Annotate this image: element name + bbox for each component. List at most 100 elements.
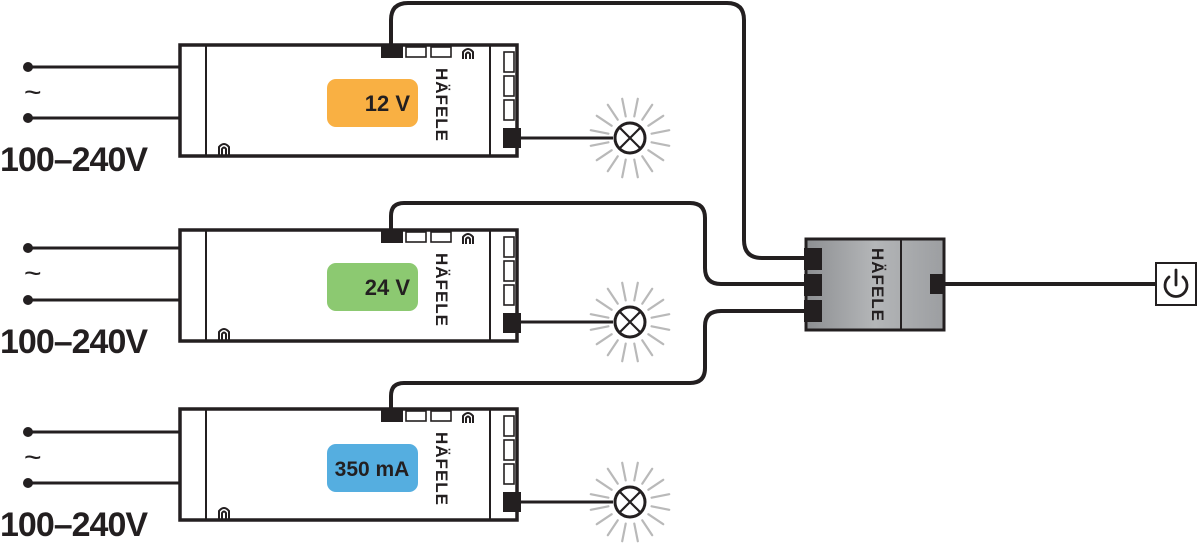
light-ray	[606, 467, 619, 485]
light-ray	[647, 513, 665, 526]
ac-symbol: ~	[24, 441, 42, 474]
light-ray	[647, 333, 665, 346]
hub-housing	[804, 237, 946, 332]
screw-icon	[218, 507, 230, 519]
light-ray	[606, 339, 619, 357]
light-ray	[595, 149, 613, 162]
light-ray	[647, 298, 665, 311]
terminal-dot	[23, 427, 33, 437]
lamp-cross	[618, 490, 642, 514]
power-switch[interactable]	[1155, 262, 1197, 306]
light-ray	[606, 103, 619, 121]
light-ray	[647, 149, 665, 162]
light-ray	[650, 313, 671, 319]
wire-driver-12v-to-hub	[389, 1, 810, 260]
hub-brand-logo: HÄFELE	[868, 248, 887, 322]
light-ray	[647, 114, 665, 127]
lamp-cross	[618, 310, 642, 334]
terminal-dot	[23, 295, 33, 305]
light-ray	[621, 281, 627, 302]
output-label: 350 mA	[335, 458, 410, 481]
mains-voltage-label: 100–240V	[0, 141, 148, 179]
output-label: 12 V	[365, 91, 411, 116]
output-plug	[381, 229, 403, 243]
light-ray	[589, 141, 610, 147]
ac-symbol: ~	[24, 257, 42, 290]
light-ray	[595, 298, 613, 311]
output-label-badge	[327, 79, 418, 127]
light-ray	[641, 339, 654, 357]
light-ray	[633, 281, 639, 302]
screw-icon	[218, 328, 230, 340]
ac-symbol: ~	[24, 76, 42, 109]
light-ray	[589, 325, 610, 331]
light-ray	[606, 519, 619, 537]
light-ray	[650, 493, 671, 499]
lamp-icon	[589, 461, 671, 543]
light-ray	[633, 342, 639, 363]
light-ray	[606, 155, 619, 173]
hub-input-plug	[804, 300, 822, 322]
lamp-plug	[503, 128, 521, 148]
light-ray	[621, 522, 627, 543]
light-ray	[633, 97, 639, 118]
light-ray	[589, 313, 610, 319]
terminal-dot	[23, 243, 33, 253]
driver-housing	[178, 228, 519, 343]
light-ray	[621, 342, 627, 363]
light-ray	[606, 287, 619, 305]
light-ray	[633, 158, 639, 179]
driver-housing	[178, 43, 519, 158]
hub-output-plug	[930, 274, 944, 294]
lamp-plug	[503, 313, 521, 333]
output-label: 24 V	[365, 275, 411, 300]
power-icon	[1163, 268, 1189, 298]
driver-12v: ~ 100–240V 12 V HÄFELE	[0, 43, 613, 179]
light-ray	[641, 155, 654, 173]
wire-driver-350ma-to-hub	[389, 309, 810, 413]
light-ray	[650, 505, 671, 511]
light-ray	[589, 493, 610, 499]
light-ray	[589, 129, 610, 135]
terminal-dot	[23, 62, 33, 72]
output-label-badge	[327, 444, 418, 492]
driver-24v: ~ 100–240V 24 V HÄFELE	[0, 228, 613, 361]
brand-logo: HÄFELE	[432, 432, 451, 506]
screw-icon	[462, 412, 474, 423]
output-plug	[381, 408, 403, 422]
wire-driver-24v-to-hub	[389, 201, 810, 286]
screw-icon	[462, 233, 474, 244]
light-ray	[641, 287, 654, 305]
light-ray	[621, 158, 627, 179]
light-ray	[647, 478, 665, 491]
output-label-badge	[327, 263, 418, 311]
light-ray	[621, 461, 627, 482]
lamp-cross	[618, 126, 642, 150]
brand-logo: HÄFELE	[432, 68, 451, 142]
light-ray	[650, 129, 671, 135]
light-ray	[621, 97, 627, 118]
lamp-icon	[589, 281, 671, 363]
light-ray	[641, 519, 654, 537]
light-ray	[595, 114, 613, 127]
driver-350ma: ~ 100–240V 350 mA HÄFELE	[0, 407, 613, 544]
light-ray	[641, 103, 654, 121]
screw-icon	[462, 48, 474, 59]
light-ray	[595, 333, 613, 346]
screw-icon	[218, 143, 230, 155]
distributor-hub: HÄFELE	[804, 237, 946, 332]
brand-logo: HÄFELE	[432, 253, 451, 327]
lamp-icon	[589, 97, 671, 179]
output-plug	[381, 44, 403, 58]
light-ray	[589, 505, 610, 511]
light-ray	[633, 522, 639, 543]
light-ray	[641, 467, 654, 485]
light-ray	[595, 478, 613, 491]
light-ray	[633, 461, 639, 482]
light-ray	[595, 513, 613, 526]
lamp-plug	[503, 492, 521, 512]
light-ray	[650, 325, 671, 331]
mains-voltage-label: 100–240V	[0, 323, 148, 361]
light-ray	[650, 141, 671, 147]
